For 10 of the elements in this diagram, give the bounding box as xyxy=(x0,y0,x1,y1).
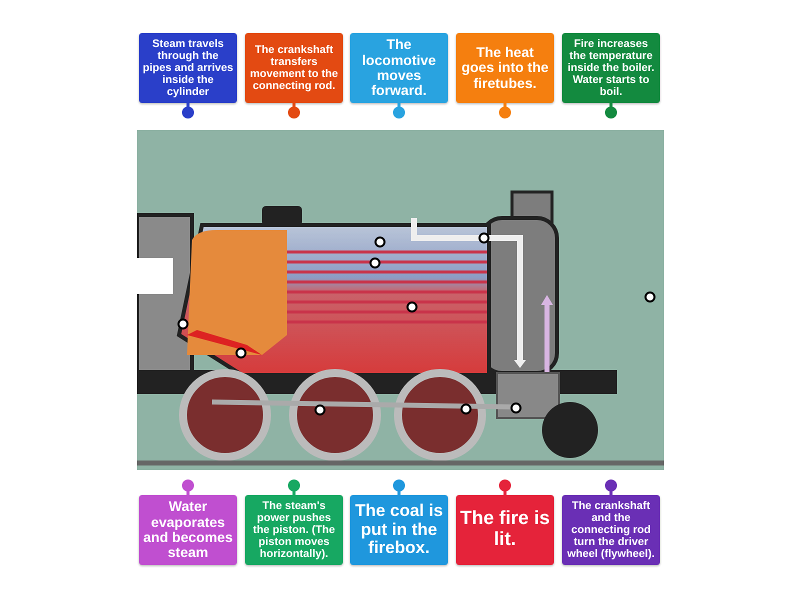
answer-card: The crankshaft transfers movement to the connecting rod. xyxy=(245,33,343,103)
answer-card: The steam's power pushes the piston. (The piston moves horizontally). xyxy=(245,495,343,565)
answer-card: The locomotive moves forward. xyxy=(350,33,448,103)
answer-card: Fire increases the temperature inside the boiler. Water starts to boil. xyxy=(562,33,660,103)
answer-card: The heat goes into the firetubes. xyxy=(456,33,554,103)
answer-card: The crankshaft and the connecting rod turn the driver wheel (flywheel). xyxy=(562,495,660,565)
answer-card: Water evaporates and becomes steam xyxy=(139,495,237,565)
answer-card: The coal is put in the firebox. xyxy=(350,495,448,565)
answer-card: Steam travels through the pipes and arrives inside the cylinder xyxy=(139,33,237,103)
answer-card: The fire is lit. xyxy=(456,495,554,565)
